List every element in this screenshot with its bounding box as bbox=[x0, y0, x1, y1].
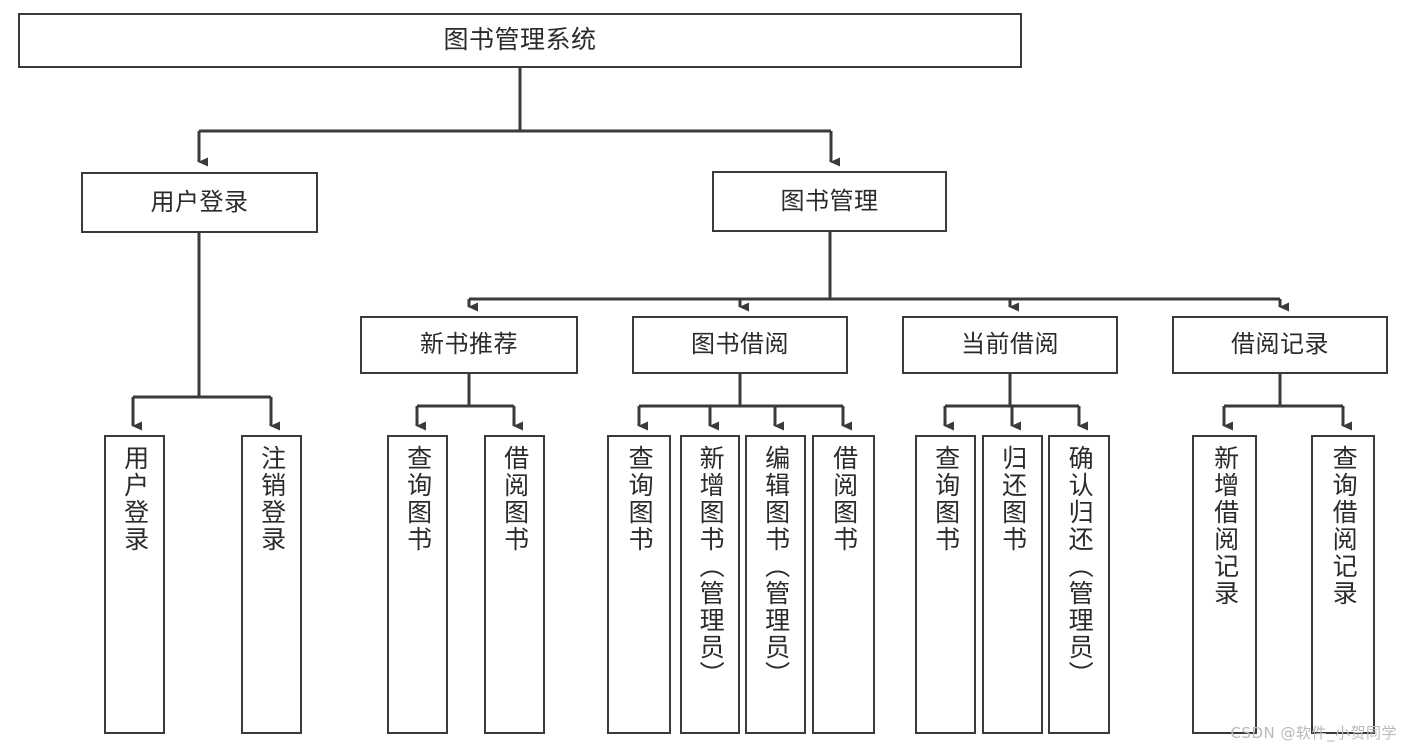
node-borrow-record[interactable]: 借阅记录 bbox=[1172, 316, 1388, 374]
watermark-text: CSDN @软件_小贺同学 bbox=[1230, 724, 1397, 742]
node-label: 借阅记录 bbox=[1231, 330, 1329, 359]
leaf-new-book-query[interactable]: 查询图书 bbox=[387, 435, 448, 734]
node-label: 查询图书 bbox=[625, 445, 655, 553]
leaf-book-borrow-borrow[interactable]: 借阅图书 bbox=[812, 435, 875, 734]
node-user-login[interactable]: 用户登录 bbox=[81, 172, 318, 233]
leaf-new-book-borrow[interactable]: 借阅图书 bbox=[484, 435, 545, 734]
leaf-book-borrow-edit[interactable]: 编辑图书（管理员） bbox=[745, 435, 806, 734]
node-current-borrow[interactable]: 当前借阅 bbox=[902, 316, 1118, 374]
leaf-user-login-logout[interactable]: 注销登录 bbox=[241, 435, 302, 734]
node-label: 图书管理 bbox=[780, 186, 879, 215]
node-label: 查询图书 bbox=[403, 445, 433, 553]
leaf-user-login-login[interactable]: 用户登录 bbox=[104, 435, 165, 734]
node-label: 归还图书 bbox=[998, 445, 1028, 553]
node-label: 查询图书 bbox=[931, 445, 961, 553]
leaf-current-borrow-confirm-return[interactable]: 确认归还（管理员） bbox=[1048, 435, 1110, 734]
node-label: 确认归还（管理员） bbox=[1065, 445, 1095, 688]
node-label: 借阅图书 bbox=[500, 445, 530, 553]
node-new-book-recommend[interactable]: 新书推荐 bbox=[360, 316, 578, 374]
node-label: 当前借阅 bbox=[961, 330, 1059, 359]
node-label: 查询借阅记录 bbox=[1329, 445, 1359, 607]
node-label: 图书管理系统 bbox=[443, 25, 597, 55]
node-label: 图书借阅 bbox=[691, 330, 789, 359]
node-label: 注销登录 bbox=[257, 445, 287, 553]
node-label: 新增图书（管理员） bbox=[696, 445, 726, 688]
leaf-book-borrow-query[interactable]: 查询图书 bbox=[607, 435, 671, 734]
node-book-borrow[interactable]: 图书借阅 bbox=[632, 316, 848, 374]
node-label: 新书推荐 bbox=[420, 330, 518, 359]
leaf-borrow-record-query[interactable]: 查询借阅记录 bbox=[1311, 435, 1375, 734]
leaf-borrow-record-add[interactable]: 新增借阅记录 bbox=[1192, 435, 1257, 734]
leaf-current-borrow-return[interactable]: 归还图书 bbox=[982, 435, 1043, 734]
node-label: 用户登录 bbox=[150, 187, 249, 216]
node-label: 新增借阅记录 bbox=[1210, 445, 1240, 607]
leaf-current-borrow-query[interactable]: 查询图书 bbox=[915, 435, 976, 734]
node-label: 用户登录 bbox=[120, 445, 150, 553]
node-label: 编辑图书（管理员） bbox=[761, 445, 791, 688]
leaf-book-borrow-add[interactable]: 新增图书（管理员） bbox=[680, 435, 740, 734]
node-root-system[interactable]: 图书管理系统 bbox=[18, 13, 1022, 68]
node-label: 借阅图书 bbox=[829, 445, 859, 553]
node-book-management[interactable]: 图书管理 bbox=[712, 171, 947, 232]
